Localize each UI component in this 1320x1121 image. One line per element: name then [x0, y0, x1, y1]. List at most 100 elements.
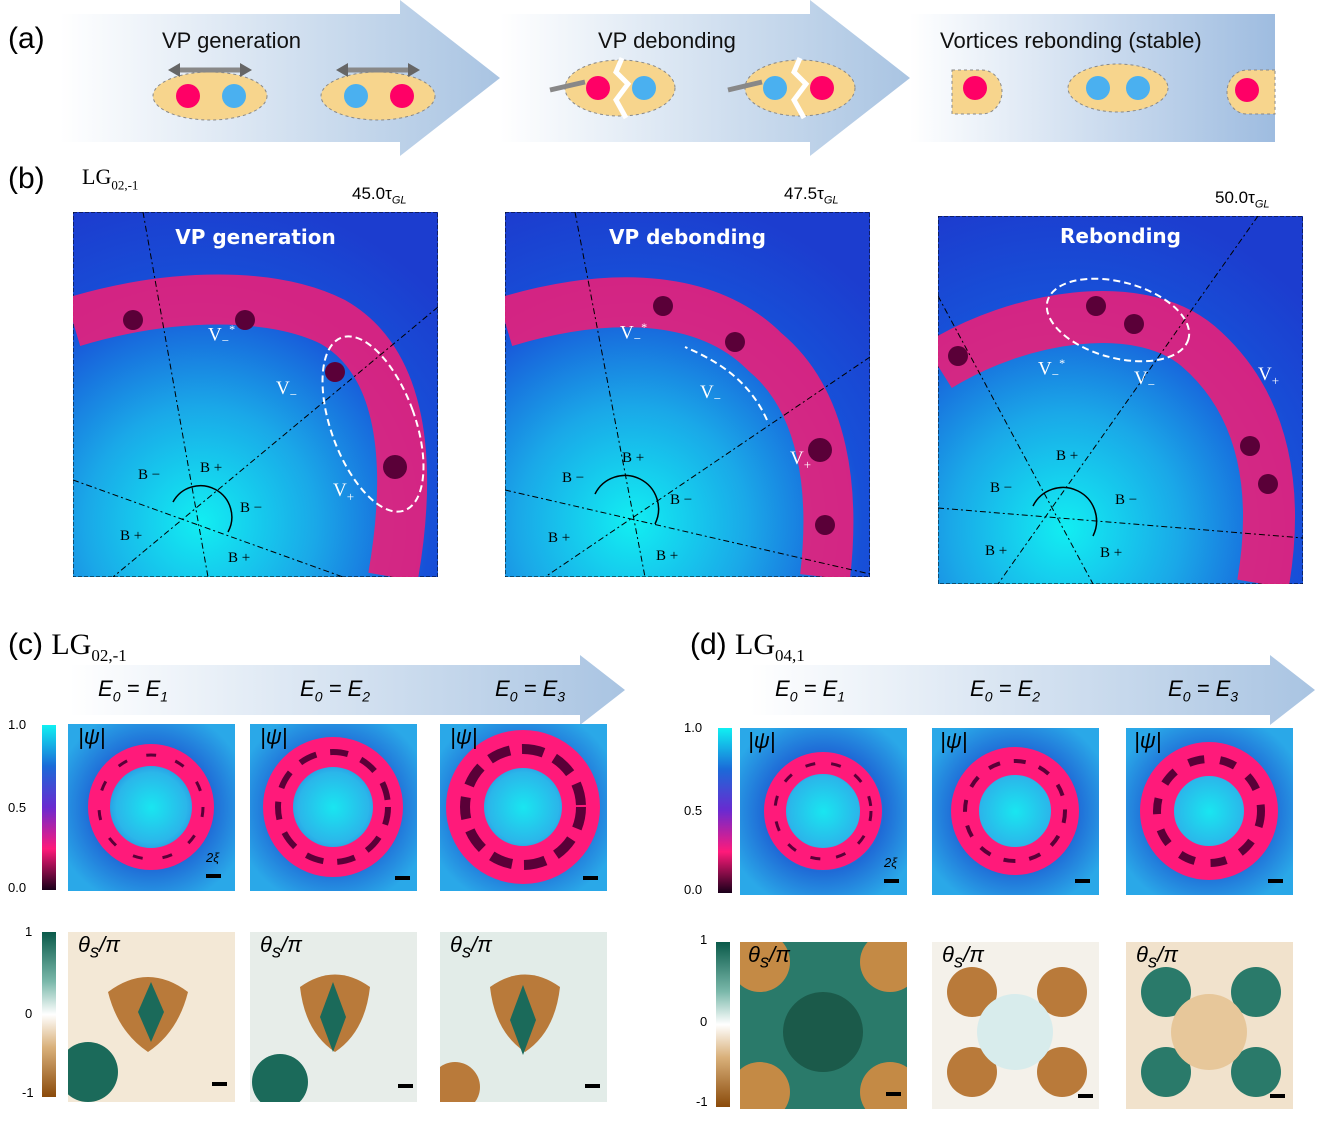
theta-colorbar-d — [716, 942, 730, 1107]
scale-bar — [1078, 1094, 1093, 1098]
map-title-3: Rebonding — [1060, 224, 1181, 248]
theta-label: θs/π — [450, 932, 492, 962]
b-label: B + — [200, 460, 223, 476]
tick: -1 — [696, 1094, 708, 1109]
tick: 0.0 — [684, 882, 703, 897]
vortex-label: V− — [276, 378, 298, 402]
tick: 0 — [25, 1006, 33, 1021]
energy-label: E0 = E2 — [300, 676, 371, 705]
b-label: B − — [562, 470, 585, 486]
theta-label: θs/π — [1136, 942, 1178, 972]
psi-map — [1126, 728, 1293, 895]
theta-label: θs/π — [260, 932, 302, 962]
theta-map — [1126, 942, 1293, 1109]
b-label: B − — [670, 492, 693, 508]
tick: 1.0 — [684, 720, 703, 735]
field-map-1 — [73, 212, 438, 577]
stage-label-1: VP generation — [162, 28, 302, 53]
vortex-label: V− — [700, 382, 722, 406]
scale-bar — [886, 1092, 901, 1096]
scale-bar — [1268, 879, 1283, 883]
psi-label: |ψ| — [940, 728, 968, 753]
psi-label: |ψ| — [1134, 728, 1162, 753]
theta-label: θs/π — [78, 932, 120, 962]
scale-bar — [206, 874, 221, 878]
scale-bar — [212, 1082, 227, 1086]
time-1: 45.0τGL — [352, 184, 407, 207]
vp-pair-1 — [152, 63, 268, 121]
theta-map — [932, 942, 1099, 1109]
vortex-label: V+ — [333, 480, 355, 504]
tick: 1 — [700, 932, 708, 947]
energy-arrows — [70, 655, 1315, 725]
vortex-label: V−* — [620, 320, 648, 347]
scale-bar — [884, 879, 899, 883]
psi-map — [440, 724, 607, 891]
b-label: B − — [1115, 492, 1138, 508]
psi-colorbar-d — [718, 728, 732, 893]
b-label: B + — [985, 543, 1008, 559]
b-label: B + — [656, 548, 679, 564]
tick: 1.0 — [8, 717, 27, 732]
tick: 1 — [25, 924, 33, 939]
scale-bar — [395, 876, 410, 880]
energy-label: E0 = E1 — [98, 676, 169, 705]
panel-b-mode: LG02,-1 — [82, 164, 139, 193]
stage-label-2: VP debonding — [598, 28, 736, 53]
scale-label: 2ξ — [884, 855, 898, 870]
theta-label: θs/π — [748, 942, 790, 972]
vortex-label: V+ — [1258, 364, 1280, 388]
psi-label: |ψ| — [748, 728, 776, 753]
map-title-2: VP debonding — [608, 225, 766, 249]
panel-a-label: (a) — [8, 22, 45, 55]
scale-bar — [1075, 879, 1090, 883]
panel-d-label: (d) LG04,1 — [690, 628, 805, 665]
panel-c-label: (c) LG02,-1 — [8, 628, 127, 665]
energy-label: E0 = E3 — [495, 676, 566, 705]
tick: 0.5 — [684, 803, 703, 818]
b-label: B + — [120, 528, 143, 544]
psi-map — [68, 724, 235, 891]
psi-label: |ψ| — [260, 724, 288, 749]
b-label: B − — [138, 467, 161, 483]
energy-label: E0 = E3 — [1168, 676, 1239, 705]
energy-label: E0 = E2 — [970, 676, 1041, 705]
tick: -1 — [22, 1085, 34, 1100]
psi-label: |ψ| — [450, 724, 478, 749]
vortex-label: V−* — [208, 322, 236, 349]
stage-label-3: Vortices rebonding (stable) — [940, 28, 1202, 53]
theta-label: θs/π — [942, 942, 984, 972]
vp-debond-2 — [727, 57, 856, 120]
theta-map — [440, 932, 607, 1102]
b-label: B − — [990, 480, 1013, 496]
b-label: B + — [228, 550, 251, 566]
energy-label: E0 = E1 — [775, 676, 846, 705]
vp-pair-2 — [320, 63, 436, 121]
field-map-3 — [938, 216, 1303, 584]
theta-colorbar-c — [42, 932, 56, 1097]
tick: 0.0 — [8, 880, 27, 895]
b-label: B + — [1100, 545, 1123, 561]
time-3: 50.0τGL — [1215, 188, 1270, 211]
tick: 0 — [700, 1014, 708, 1029]
vp-rebond — [951, 63, 1276, 115]
scale-bar — [585, 1084, 600, 1088]
psi-map — [932, 728, 1099, 895]
theta-map — [250, 932, 417, 1102]
b-label: B − — [240, 500, 263, 516]
map-title-1: VP generation — [175, 225, 336, 249]
psi-label: |ψ| — [78, 724, 106, 749]
vortex-label: V− — [1134, 368, 1156, 392]
scale-bar — [1270, 1094, 1285, 1098]
scale-label: 2ξ — [206, 850, 220, 865]
field-map-2 — [505, 212, 870, 577]
panel-a-arrows — [60, 0, 1276, 156]
b-label: B + — [1056, 448, 1079, 464]
theta-map — [68, 932, 235, 1102]
tick: 0.5 — [8, 800, 27, 815]
scale-bar — [583, 876, 598, 880]
psi-map — [250, 724, 417, 891]
theta-map — [740, 942, 907, 1109]
scale-bar — [398, 1084, 413, 1088]
vp-debond-1 — [549, 57, 676, 120]
